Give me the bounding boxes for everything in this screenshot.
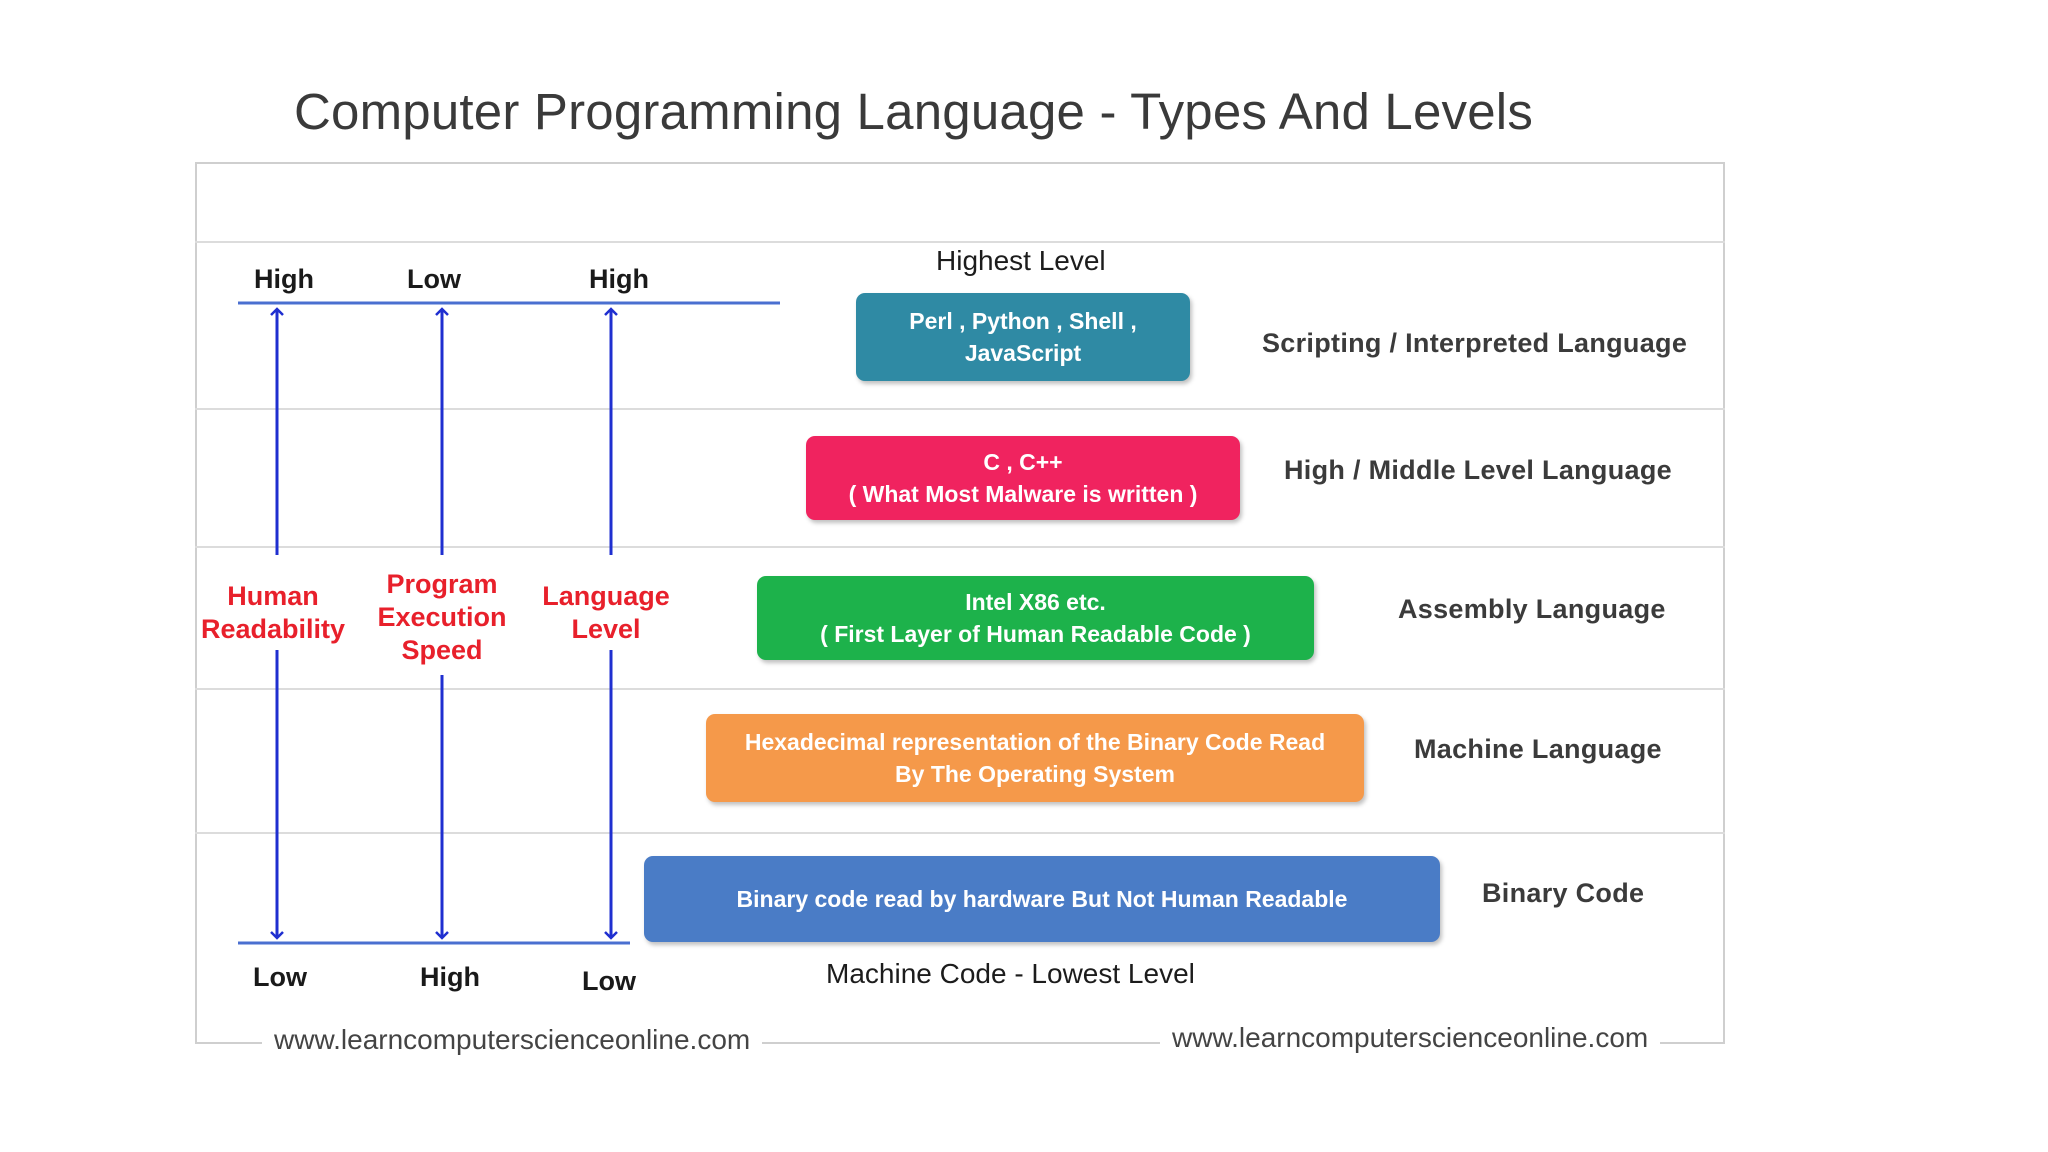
readability-top-label: High (254, 264, 314, 294)
frame-left (195, 162, 197, 1044)
row-divider (195, 408, 1725, 410)
speed-top-label: Low (407, 264, 461, 294)
frame-right (1723, 162, 1725, 1044)
scripting-languages-box: Perl , Python , Shell , JavaScript (856, 293, 1190, 381)
row-divider (195, 241, 1725, 243)
lowest-level-label: Machine Code - Lowest Level (826, 958, 1195, 989)
program-execution-speed-label: Program Execution Speed (368, 568, 516, 667)
human-readability-label: Human Readability (200, 580, 346, 646)
language-level-label: Language Level (538, 580, 674, 646)
middle-level-languages-box: C , C++ ( What Most Malware is written ) (806, 436, 1240, 520)
language-level-top-label: High (589, 264, 649, 294)
assembly-language-box: Intel X86 etc. ( First Layer of Human Re… (757, 576, 1314, 660)
machine-language-box: Hexadecimal representation of the Binary… (706, 714, 1364, 802)
page-title: Computer Programming Language - Types An… (294, 83, 1534, 140)
binary-code-box: Binary code read by hardware But Not Hum… (644, 856, 1440, 942)
highest-level-label: Highest Level (936, 245, 1106, 276)
row-divider (195, 832, 1725, 834)
row-divider (195, 688, 1725, 690)
machine-type-label: Machine Language (1414, 734, 1662, 764)
assembly-type-label: Assembly Language (1398, 594, 1666, 624)
readability-bottom-label: Low (253, 962, 307, 992)
scripting-type-label: Scripting / Interpreted Language (1262, 328, 1688, 358)
language-level-bottom-label: Low (582, 966, 636, 996)
row-divider (195, 546, 1725, 548)
binary-type-label: Binary Code (1482, 878, 1645, 908)
frame-top (195, 162, 1725, 164)
middle-level-type-label: High / Middle Level Language (1284, 455, 1672, 485)
left-website-link[interactable]: www.learncomputerscienceonline.com (262, 1024, 763, 1056)
frame-bottom (195, 1042, 1725, 1044)
right-website-link[interactable]: www.learncomputerscienceonline.com (1160, 1022, 1661, 1054)
speed-bottom-label: High (420, 962, 480, 992)
